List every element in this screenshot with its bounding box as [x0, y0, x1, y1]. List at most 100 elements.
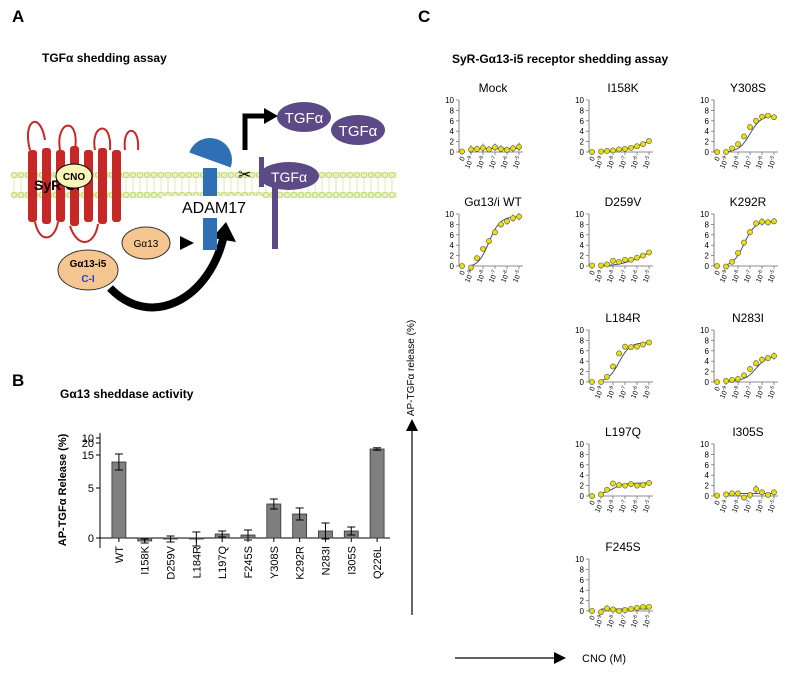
xtick-label: 10-8 [604, 499, 617, 514]
data-point [759, 218, 765, 225]
ytick-label: 6 [705, 347, 710, 356]
data-point [610, 606, 616, 613]
ytick-label: 8 [450, 220, 455, 229]
data-point [771, 114, 777, 121]
data-point [714, 379, 720, 385]
xtick-label: 10-8 [729, 385, 742, 400]
xtick-label: 10-6 [753, 269, 766, 284]
ytick-label: 4 [450, 241, 455, 250]
subplot-title: I158K [607, 81, 638, 95]
xtick-label: 10-5 [640, 614, 653, 629]
ytick-label: 0 [580, 378, 585, 387]
panel-b-bar-chart: Gα13 sheddase activity AP-TGFα Release (… [57, 387, 390, 580]
ytick-label: 0 [450, 148, 455, 157]
ytick-label: 6 [580, 231, 585, 240]
g13-label: Gα13 [134, 239, 159, 250]
bar-xtick-label: F245S [243, 546, 255, 578]
ytick-label: 4 [705, 241, 710, 250]
adam17-protease: ADAM17 ✂ [162, 138, 262, 250]
data-point [759, 489, 765, 496]
data-point [622, 343, 628, 350]
ytick-label: 0 [705, 492, 710, 501]
g13-i5-chimera: Gα13-i5 C-I [57, 249, 119, 291]
xtick-label: 10-9 [592, 269, 605, 284]
tgfa-released-2: TGFα [331, 115, 385, 145]
data-point [498, 145, 504, 152]
ytick-label: 10 [575, 96, 584, 105]
data-point [765, 355, 771, 361]
data-point [459, 148, 465, 155]
data-point [640, 603, 646, 610]
xtick-label: 10-7 [486, 269, 499, 284]
data-point [714, 263, 720, 269]
data-point [516, 143, 522, 150]
ytick-label: 8 [580, 336, 585, 345]
data-point [747, 229, 753, 236]
xtick-label: 10-6 [753, 499, 766, 514]
xtick-label: 0 [589, 615, 597, 622]
xtick-label: 10-9 [462, 269, 475, 284]
ytick-label: 6 [450, 231, 455, 240]
tgfa-released-label-2: TGFα [339, 123, 378, 140]
data-point [510, 215, 516, 222]
xtick-label: 0 [459, 270, 467, 277]
xtick-label: 10-6 [628, 499, 641, 514]
ytick-label: 4 [705, 127, 710, 136]
data-point [474, 255, 480, 262]
bar-Q226L [369, 448, 385, 539]
xtick-label: 0 [589, 386, 597, 393]
panel-c-xlabel: CNO (M) [582, 653, 626, 665]
data-point [735, 250, 741, 256]
panel-label-b: B [12, 371, 24, 390]
ytick-label: 2 [580, 138, 585, 147]
data-point [646, 603, 652, 610]
ytick-label: 6 [450, 117, 455, 126]
data-point [598, 379, 604, 385]
xtick-label: 10-7 [616, 269, 629, 284]
bar-xtick-label: I158K [140, 545, 152, 574]
data-point [622, 256, 628, 263]
data-point [604, 261, 610, 268]
data-point [598, 491, 604, 498]
data-point [486, 238, 492, 244]
xtick-label: 0 [714, 156, 722, 163]
tgfa-released-label-1: TGFα [285, 110, 324, 127]
subplot-grid: Mock0246810010-910-810-710-610-5I158K024… [445, 81, 778, 629]
data-point [604, 605, 610, 612]
data-point [589, 608, 595, 614]
data-point [589, 262, 595, 269]
subplot-title: N283I [732, 311, 764, 325]
ytick-label: 0 [450, 262, 455, 271]
ytick-label: 8 [580, 220, 585, 229]
data-point [589, 493, 595, 499]
scissors-icon: ✂ [238, 167, 251, 184]
data-point [634, 254, 640, 261]
data-point [474, 145, 480, 152]
data-point [735, 375, 741, 382]
ytick-label: 4 [705, 471, 710, 480]
xtick-label: 0 [589, 270, 597, 277]
xtick-label: 0 [714, 270, 722, 277]
subplot-title: Gα13/i WT [464, 195, 522, 209]
xtick-label: 10-9 [592, 155, 605, 170]
activation-arrow [107, 234, 228, 312]
bar-ytick-label: 10 [82, 433, 94, 445]
ytick-label: 4 [580, 241, 585, 250]
cno-ligand: CNO [55, 163, 93, 189]
data-point [741, 372, 747, 379]
xtick-label: 10-9 [592, 385, 605, 400]
subplot-title: L197Q [605, 425, 641, 439]
xtick-label: 10-8 [474, 155, 487, 170]
data-point [765, 492, 771, 498]
data-point [480, 245, 486, 252]
bar-ytick-label: 20 [82, 438, 94, 450]
bar-xtick-label: L184R [191, 546, 203, 578]
ytick-label: 2 [450, 138, 455, 147]
data-point [735, 490, 741, 497]
ytick-label: 4 [580, 357, 585, 366]
data-point [741, 133, 747, 140]
